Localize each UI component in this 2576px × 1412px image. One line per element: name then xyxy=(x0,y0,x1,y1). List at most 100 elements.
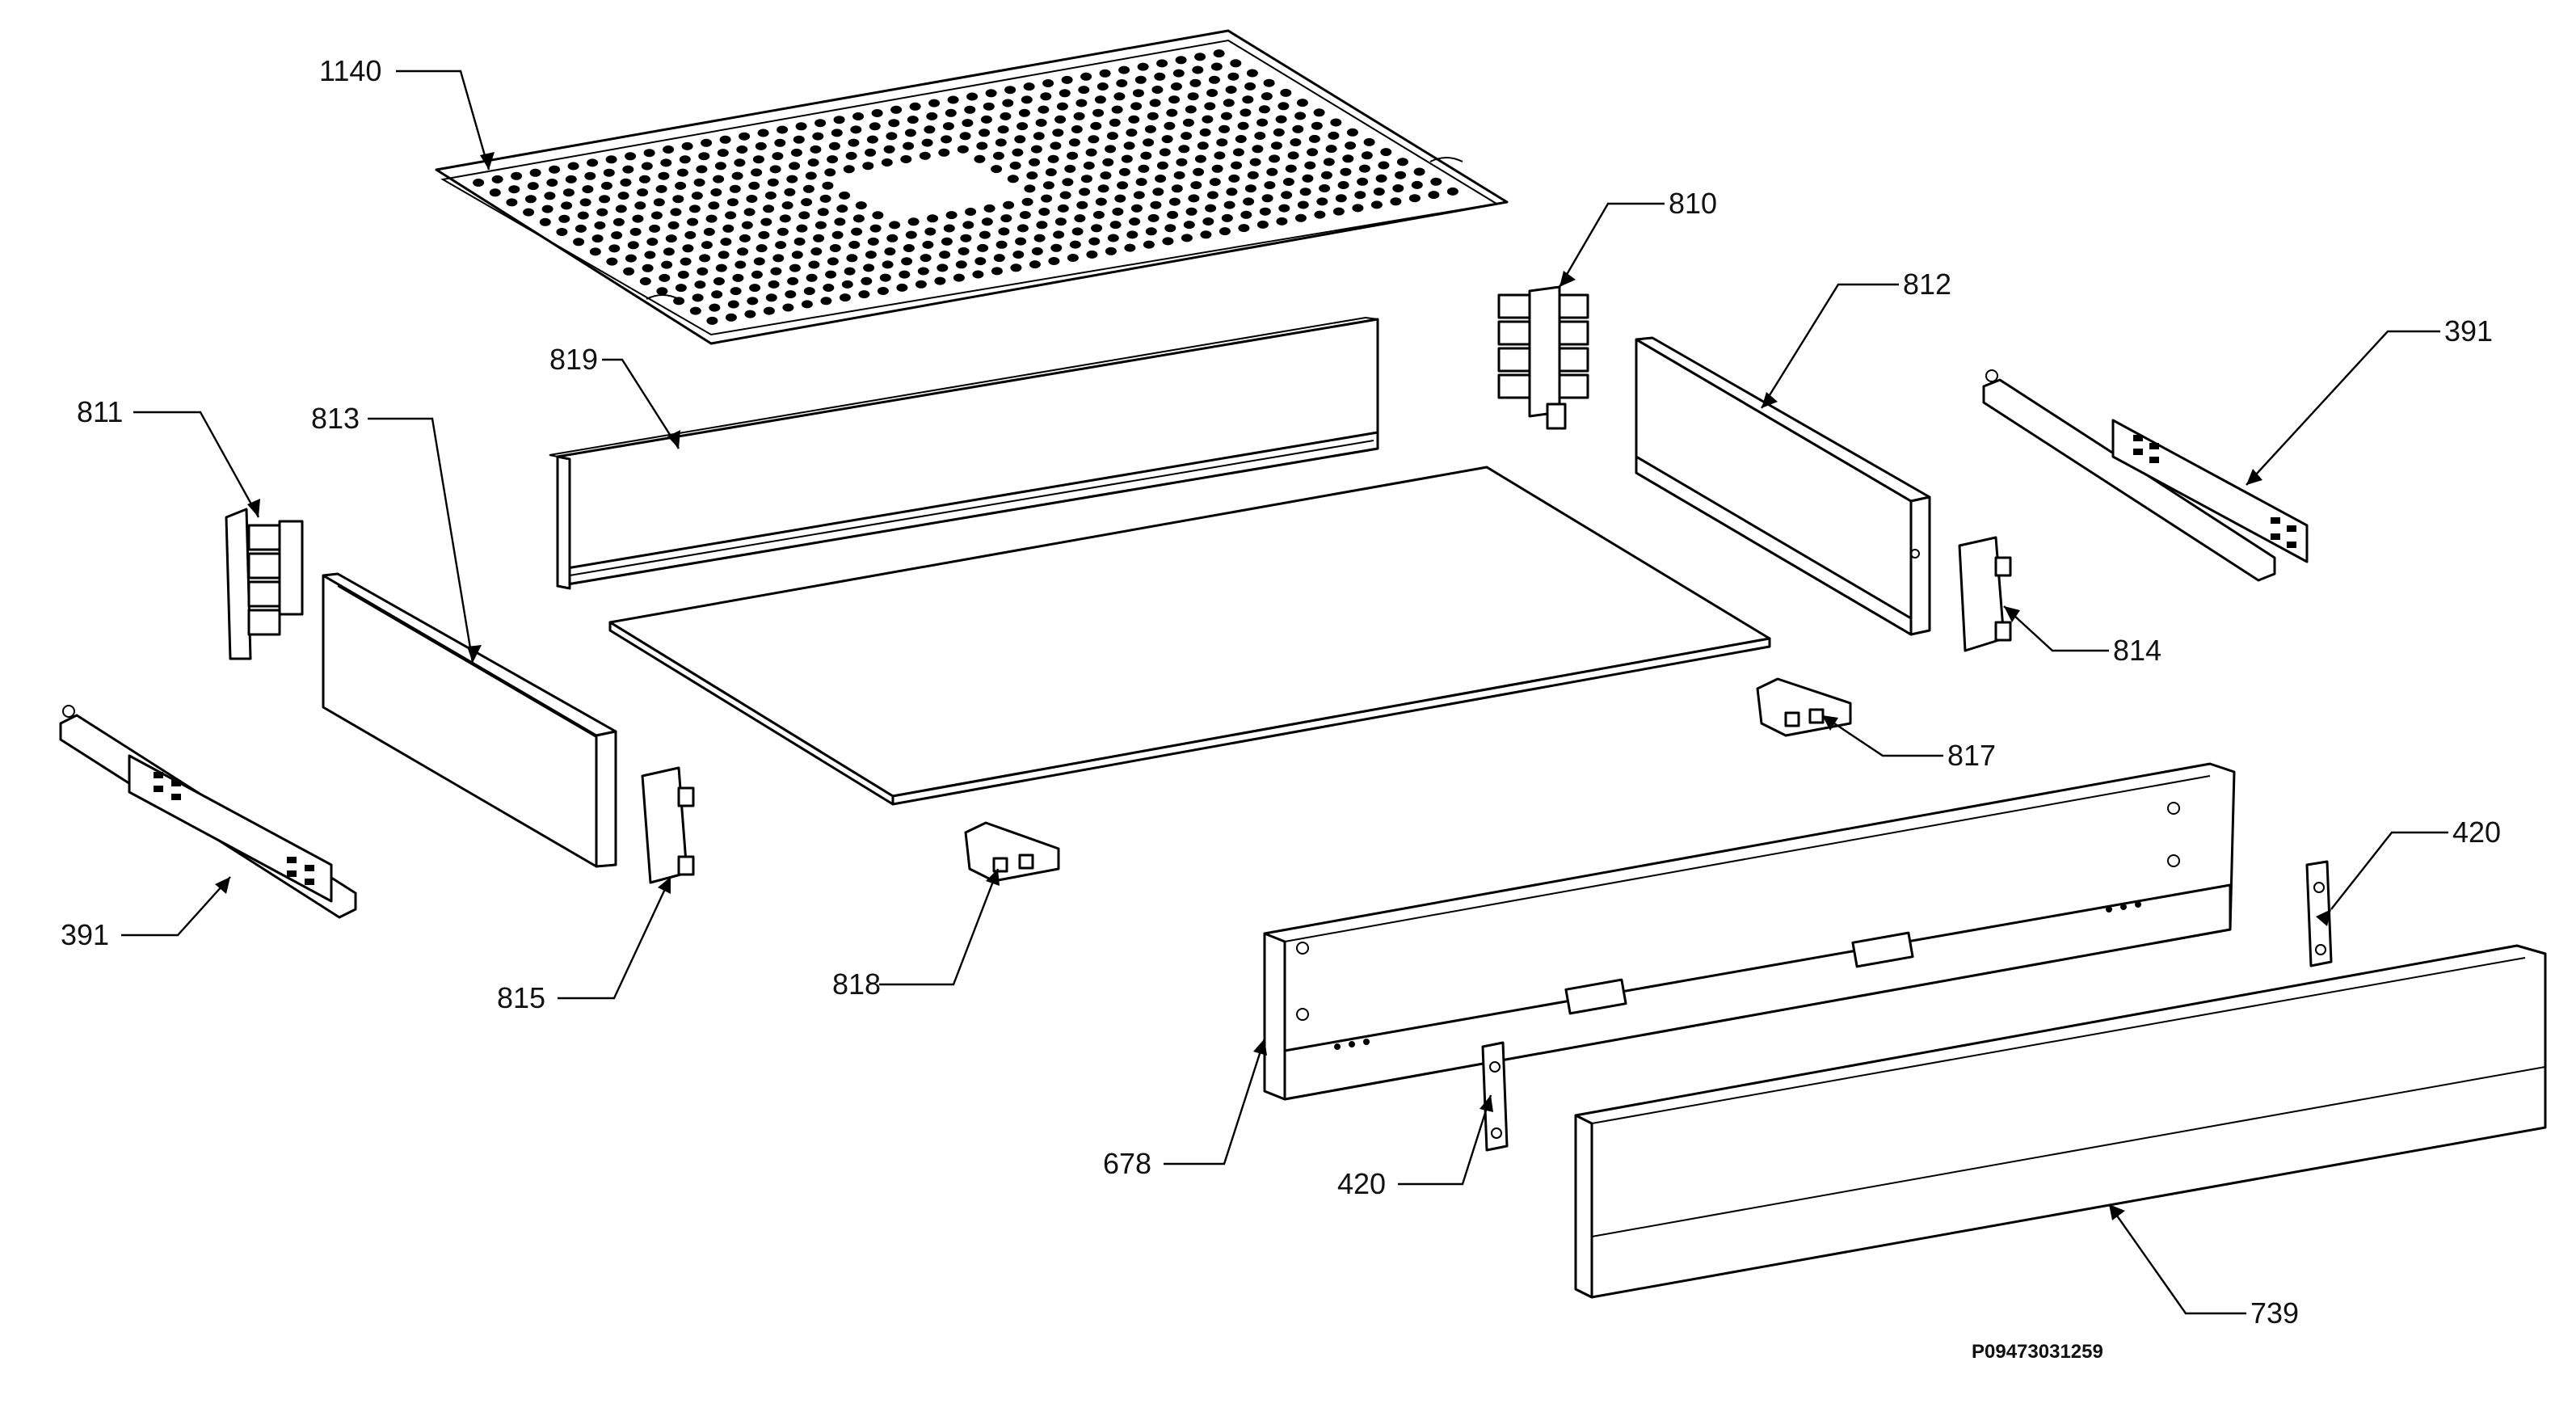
perforation-hole xyxy=(1172,69,1185,78)
perforation-hole xyxy=(819,194,831,203)
perforation-hole xyxy=(1085,148,1097,157)
perforation-hole xyxy=(1296,99,1308,107)
perforation-hole xyxy=(798,211,810,220)
perforation-hole xyxy=(684,230,697,239)
perforation-hole xyxy=(1156,161,1168,170)
perforation-hole xyxy=(795,122,807,131)
perforation-hole xyxy=(1003,200,1015,209)
perforation-hole xyxy=(972,270,984,279)
perforation-hole xyxy=(1290,138,1302,147)
perforation-hole xyxy=(888,119,900,128)
perforation-hole xyxy=(1320,171,1332,179)
perforation-hole xyxy=(1004,86,1017,95)
mat-perforations xyxy=(473,49,1458,325)
perforation-hole xyxy=(751,270,763,279)
perforation-hole xyxy=(717,149,729,158)
perforation-hole xyxy=(1304,161,1316,170)
part-391-left-runner xyxy=(59,705,357,919)
perforation-hole xyxy=(1079,188,1091,196)
perforation-hole xyxy=(1105,145,1117,154)
perforation-hole xyxy=(1216,138,1228,147)
perforation-hole xyxy=(561,201,573,210)
perforation-hole xyxy=(844,267,856,276)
perforation-hole xyxy=(1042,79,1054,87)
perforation-hole xyxy=(791,251,803,259)
perforation-hole xyxy=(1129,217,1141,226)
perforation-hole xyxy=(1225,86,1237,94)
perforation-hole xyxy=(634,201,646,210)
perforation-hole xyxy=(848,240,861,249)
perforation-hole xyxy=(1052,129,1064,137)
perforation-hole xyxy=(1109,221,1122,230)
perforation-hole xyxy=(1345,141,1357,150)
perforation-hole xyxy=(1292,124,1304,133)
perforation-hole xyxy=(1220,112,1232,120)
perforation-hole xyxy=(955,260,967,269)
part-812-right-side-panel xyxy=(1635,336,1931,636)
perforation-hole xyxy=(939,251,951,259)
perforation-hole xyxy=(779,214,791,223)
perforation-hole xyxy=(1181,132,1193,141)
perforation-hole xyxy=(1259,207,1271,216)
perforation-hole xyxy=(1214,151,1226,160)
part-819-back-panel xyxy=(549,316,1379,590)
perforation-hole xyxy=(698,152,710,161)
perforation-hole xyxy=(1210,62,1223,71)
perforation-hole xyxy=(726,198,739,207)
perforation-hole xyxy=(1413,167,1425,176)
perforation-hole xyxy=(606,257,618,266)
perforation-hole xyxy=(1358,164,1370,173)
perforation-hole xyxy=(1302,174,1314,183)
perforation-hole xyxy=(828,141,840,150)
perforation-hole xyxy=(694,280,706,289)
perforation-hole xyxy=(746,195,758,203)
perforation-hole xyxy=(1069,240,1081,249)
perforation-hole xyxy=(567,162,579,171)
perforation-hole xyxy=(974,257,987,266)
perforation-hole xyxy=(1378,161,1390,170)
perforation-hole xyxy=(1118,167,1130,176)
perforation-hole xyxy=(1170,82,1182,91)
perforation-hole xyxy=(705,214,718,223)
part-810-right-connector xyxy=(1497,285,1589,430)
perforation-hole xyxy=(772,254,785,263)
perforation-hole xyxy=(1124,243,1136,252)
perforation-hole xyxy=(941,135,953,144)
perforation-hole xyxy=(1194,53,1206,61)
perforation-hole xyxy=(1221,213,1233,222)
perforation-hole xyxy=(1007,175,1019,183)
perforation-hole xyxy=(639,277,651,285)
perforation-hole xyxy=(977,243,989,252)
perforation-hole xyxy=(1352,204,1364,213)
perforation-hole xyxy=(1152,188,1164,196)
perforation-hole xyxy=(1114,194,1126,203)
perforation-hole xyxy=(1024,184,1036,193)
perforation-hole xyxy=(855,201,867,210)
perforation-hole xyxy=(1313,108,1325,117)
perforation-hole xyxy=(752,155,764,164)
perforation-hole xyxy=(1078,86,1090,95)
perforation-hole xyxy=(1237,121,1249,130)
label-814: 814 xyxy=(2113,634,2161,667)
perforation-hole xyxy=(787,276,799,285)
callout-labels: 1140 810 812 391 819 811 813 814 817 391… xyxy=(61,54,2501,1363)
perforation-hole xyxy=(1035,118,1047,127)
perforation-hole xyxy=(1280,88,1292,97)
perforation-hole xyxy=(934,276,946,285)
perforation-hole xyxy=(748,181,760,190)
perforation-hole xyxy=(858,290,870,299)
perforation-hole xyxy=(646,238,659,247)
perforation-hole xyxy=(623,267,635,276)
perforation-hole xyxy=(1193,167,1205,176)
perforation-hole xyxy=(1269,154,1281,163)
perforation-hole xyxy=(641,162,653,171)
perforation-hole xyxy=(1446,187,1458,196)
perforation-hole xyxy=(806,273,818,282)
label-420-lower: 420 xyxy=(1337,1167,1386,1200)
perforation-hole xyxy=(1235,135,1247,143)
perforation-hole xyxy=(775,241,787,250)
label-739: 739 xyxy=(2250,1296,2299,1330)
perforation-hole xyxy=(1053,230,1065,239)
perforation-hole xyxy=(617,192,629,200)
